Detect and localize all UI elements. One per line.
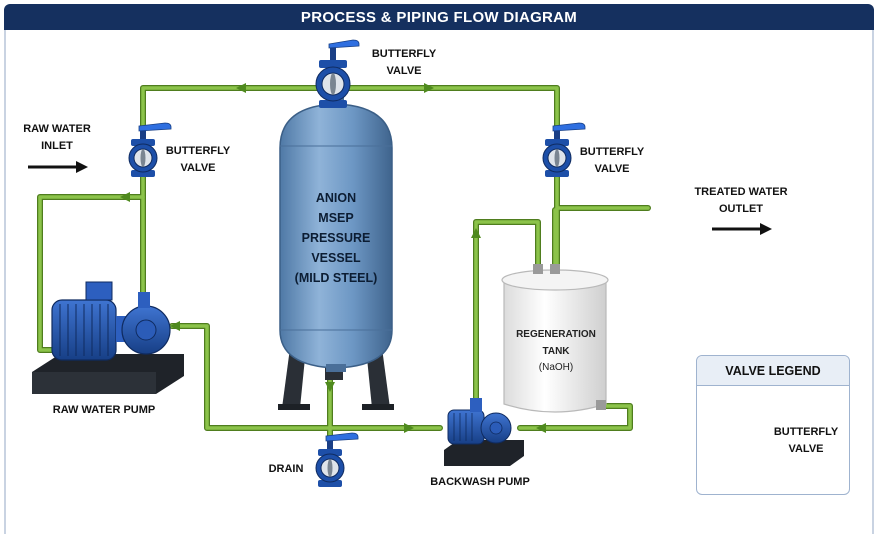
motor-fins bbox=[59, 304, 109, 356]
butterfly-valve-left[interactable] bbox=[128, 122, 172, 177]
flow-arrow-icon bbox=[536, 423, 546, 433]
flow-arrow-icon bbox=[325, 382, 335, 392]
butterfly-valve-top[interactable] bbox=[315, 39, 360, 108]
legend-item-label: BUTTERFLY VALVE bbox=[773, 426, 839, 455]
butterfly-valve-drain[interactable] bbox=[315, 432, 359, 487]
vessel-leg bbox=[366, 348, 390, 408]
regeneration-tank bbox=[501, 264, 609, 413]
pipe-tank-return bbox=[518, 404, 632, 430]
flow-arrow-icon bbox=[424, 83, 434, 93]
raw-water-pump bbox=[32, 281, 184, 394]
butterfly-valve-top-label: BUTTERFLY VALVE bbox=[371, 48, 437, 77]
tank-label-line: REGENERATION bbox=[516, 329, 596, 340]
flow-arrow-icon bbox=[404, 423, 414, 433]
vessel-label-line: MSEP bbox=[318, 211, 354, 225]
tank-label: REGENERATION TANK bbox=[506, 326, 606, 360]
pump-terminal-box bbox=[85, 281, 113, 301]
tank-chemical-label: (NaOH) bbox=[538, 362, 574, 373]
vessel-foot bbox=[362, 404, 394, 410]
butterfly-valve-right-label: BUTTERFLY VALVE bbox=[579, 146, 645, 175]
frame-border-left bbox=[4, 30, 6, 534]
arrow-right-icon bbox=[712, 223, 772, 235]
pipe-inlet-loop bbox=[38, 195, 145, 352]
vessel-label: ANION MSEP PRESSURE VESSEL (MILD STEEL) bbox=[280, 188, 392, 288]
arrow-right-icon bbox=[28, 161, 88, 173]
vessel-leg bbox=[282, 348, 306, 408]
pipe-pump-outlet bbox=[170, 324, 442, 430]
backwash-pump bbox=[444, 398, 524, 466]
tank-nozzle bbox=[533, 264, 543, 274]
flow-arrow-icon bbox=[170, 321, 180, 331]
pump-skid bbox=[444, 440, 524, 466]
pump-eye bbox=[135, 319, 157, 341]
flow-arrow-icon bbox=[471, 228, 481, 238]
raw-water-inlet-label: RAW WATER INLET bbox=[23, 123, 91, 152]
pump-discharge bbox=[470, 398, 482, 412]
treated-water-outlet-label: TREATED WATER OUTLET bbox=[694, 186, 788, 215]
tank-nozzle bbox=[550, 264, 560, 274]
tank-label-line: TANK bbox=[542, 346, 570, 357]
flow-arrow-icon bbox=[236, 83, 246, 93]
flow-arrow-icon bbox=[120, 192, 130, 202]
butterfly-valve-left-label: BUTTERFLY VALVE bbox=[165, 145, 231, 174]
legend-title: VALVE LEGEND bbox=[697, 356, 849, 386]
pump-skid-front bbox=[32, 372, 156, 394]
backwash-pump-label: BACKWASH PUMP bbox=[430, 476, 530, 488]
vessel-label-line: (MILD STEEL) bbox=[294, 271, 378, 285]
butterfly-valve-right[interactable] bbox=[542, 122, 586, 177]
pump-eye bbox=[489, 421, 503, 435]
vessel-bottom-nozzle bbox=[326, 364, 346, 372]
tank-outlet-nozzle bbox=[596, 400, 606, 410]
pump-discharge bbox=[138, 292, 150, 308]
valve-legend: VALVE LEGEND BUTTERFLY VALVE bbox=[696, 355, 850, 495]
page-title: PROCESS & PIPING FLOW DIAGRAM bbox=[4, 4, 874, 30]
vessel-label-line: ANION bbox=[315, 191, 357, 205]
drain-label: DRAIN bbox=[268, 463, 304, 475]
vessel-foot bbox=[278, 404, 310, 410]
vessel-label-line: VESSEL bbox=[311, 251, 361, 265]
motor-fins bbox=[453, 413, 473, 441]
frame-border-right bbox=[872, 30, 874, 534]
raw-water-pump-label: RAW WATER PUMP bbox=[52, 404, 156, 416]
pipe-tank-feed bbox=[474, 220, 540, 402]
vessel-label-line: PRESSURE bbox=[301, 231, 371, 245]
